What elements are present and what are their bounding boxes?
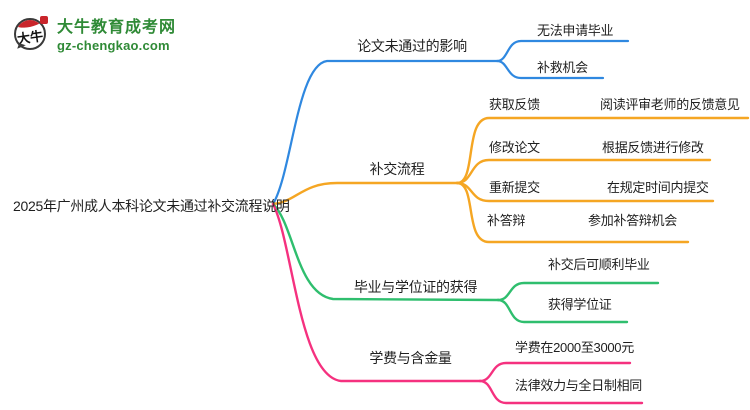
branch-graduation-line [271, 202, 500, 302]
node-cannot-apply-graduation: 无法申请毕业 [537, 23, 614, 38]
node-legal-effect: 法律效力与全日制相同 [515, 378, 643, 393]
process-child1-line [455, 116, 750, 185]
node-makeup-defense: 补答辩 [487, 213, 526, 228]
node-get-degree: 获得学位证 [548, 297, 612, 312]
branch-process-label: 补交流程 [369, 161, 425, 177]
node-makeup-defense-detail: 参加补答辩机会 [588, 213, 677, 228]
process-child2-line [455, 158, 712, 185]
node-remedy-chance: 补救机会 [537, 60, 588, 75]
tuition-child2-line [478, 379, 644, 405]
node-resubmit-detail: 在规定时间内提交 [607, 180, 709, 195]
logo-seal-icon [40, 16, 48, 24]
tuition-child1-line [478, 361, 632, 383]
impact-child1-line [495, 39, 630, 63]
process-child4-line [455, 181, 690, 244]
node-tuition-range: 学费在2000至3000元 [515, 340, 634, 355]
node-get-feedback-detail: 阅读评审老师的反馈意见 [600, 97, 740, 112]
logo-subtitle: gz-chengkao.com [57, 38, 170, 53]
impact-child2-line [495, 59, 605, 80]
logo-text: 大牛教育成考网 gz-chengkao.com [57, 13, 176, 53]
branch-impact-label: 论文未通过的影响 [357, 38, 467, 54]
root-node: 2025年广州成人本科论文未通过补交流程说明 [13, 198, 290, 214]
site-logo: 大牛 大牛教育成考网 gz-chengkao.com [12, 13, 176, 53]
node-graduate-after-resubmit: 补交后可顺利毕业 [548, 257, 650, 272]
node-get-feedback: 获取反馈 [489, 97, 540, 112]
logo-bubble-icon: 大牛 [12, 15, 50, 51]
branch-impact-line [271, 59, 499, 206]
node-revise-thesis: 修改论文 [489, 140, 540, 155]
branch-process-line [271, 181, 459, 206]
branch-tuition-label: 学费与含金量 [369, 350, 452, 366]
branch-graduation-label: 毕业与学位证的获得 [353, 279, 478, 295]
graduation-child2-line [496, 298, 629, 324]
logo-title: 大牛教育成考网 [57, 19, 177, 36]
node-revise-thesis-detail: 根据反馈进行修改 [602, 140, 704, 155]
branch-tuition-line [271, 202, 482, 383]
node-resubmit: 重新提交 [489, 180, 540, 195]
logo-bubble-tail [17, 43, 26, 51]
